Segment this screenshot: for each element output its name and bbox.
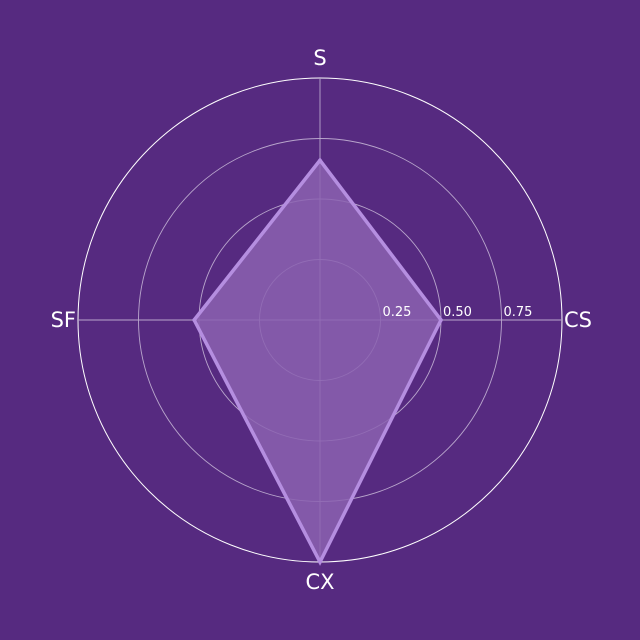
series-point-cx <box>318 560 322 564</box>
series-layer <box>192 157 444 566</box>
axis-label-sf: SF <box>51 308 76 332</box>
series-point-sf <box>192 318 196 322</box>
label-layer: 0.25 0.50 0.75 S CS CX SF <box>51 46 592 594</box>
radial-tick-label-1: 0.25 <box>383 305 412 320</box>
axis-label-cx: CX <box>305 570 334 594</box>
series-point-cs <box>439 318 443 322</box>
axis-label-cs: CS <box>564 308 592 332</box>
radial-tick-label-3: 0.75 <box>504 305 533 320</box>
series-point-s <box>318 158 322 163</box>
radial-tick-label-2: 0.50 <box>443 305 472 320</box>
axis-label-s: S <box>313 46 326 70</box>
